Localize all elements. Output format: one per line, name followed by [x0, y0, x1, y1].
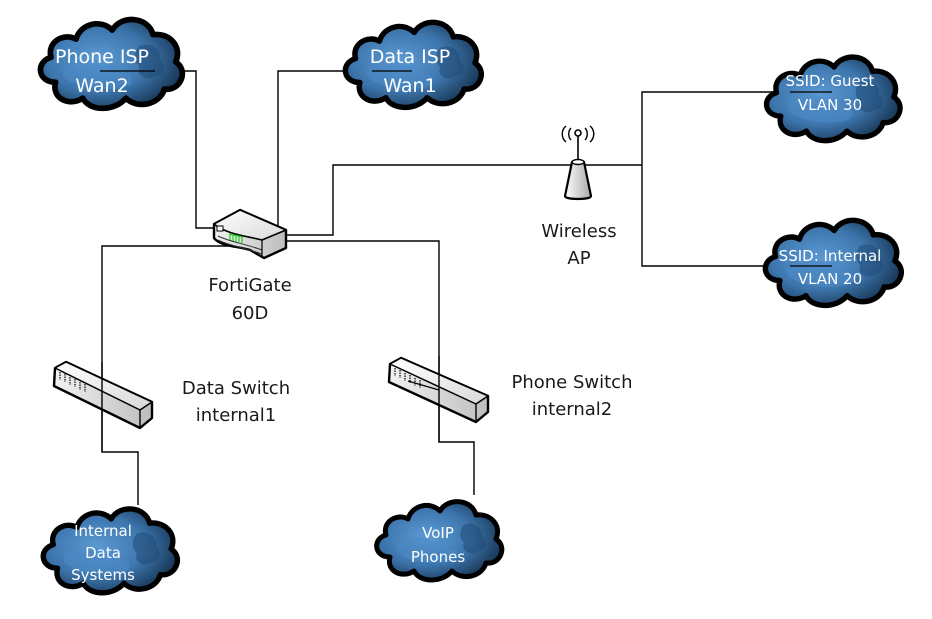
cloud-label-line1: VoIP — [422, 524, 454, 542]
device-fortigate: FortiGate 60D — [208, 208, 292, 324]
cloud-label-line2: VLAN 30 — [798, 96, 862, 114]
device-label-line1: FortiGate — [208, 275, 291, 296]
wire-firewall-data-isp — [277, 70, 372, 228]
wireless-access-point-icon — [561, 125, 595, 201]
wire-firewall-phone-switch — [265, 240, 475, 495]
cloud-phone-isp: Phone ISP Wan2 — [40, 20, 182, 109]
cloud-label-line1: Data ISP — [370, 46, 451, 68]
network-switch-icon — [52, 360, 154, 430]
device-data-switch: Data Switch internal1 — [52, 360, 290, 452]
device-label-line1: Phone Switch — [512, 372, 633, 393]
cloud-label-line1: SSID: Guest — [786, 72, 875, 90]
connections — [100, 70, 790, 505]
firewall-router-icon — [212, 208, 288, 260]
device-label-line1: Wireless — [541, 221, 616, 242]
switch-ports — [59, 372, 86, 392]
device-phone-switch: Phone Switch internal2 — [387, 356, 633, 442]
wire-firewall-wireless-ap — [286, 164, 642, 236]
wire-ap-ssid-internal — [641, 165, 790, 267]
device-wireless-ap: Wireless AP — [541, 125, 617, 269]
cloud-ssid-internal: SSID: Internal VLAN 20 — [765, 220, 901, 305]
device-label-line2: internal1 — [196, 405, 277, 426]
device-label-line2: AP — [567, 248, 590, 269]
cloud-label-line2: Data — [85, 544, 121, 562]
cloud-label-line1: Phone ISP — [55, 46, 149, 68]
cloud-label-line2: VLAN 20 — [798, 270, 862, 288]
cloud-ssid-guest: SSID: Guest VLAN 30 — [767, 57, 901, 141]
cloud-data-isp: Data ISP Wan1 — [345, 22, 481, 107]
cloud-label-line1: SSID: Internal — [779, 247, 882, 265]
cloud-voip-phones: VoIP Phones — [377, 502, 502, 580]
wire-ap-ssid-guest — [641, 91, 790, 165]
cloud-label-line3: Systems — [71, 566, 135, 584]
device-label-line2: internal2 — [532, 399, 613, 420]
cloud-label-line2: Wan2 — [75, 75, 128, 97]
cloud-internal-data-systems: Internal Data Systems — [43, 509, 177, 593]
port-led-indicators — [228, 233, 244, 243]
cloud-label-line2: Phones — [411, 548, 465, 566]
cloud-label-line1: Internal — [74, 522, 132, 540]
device-label-line2: 60D — [232, 303, 269, 324]
cloud-label-line2: Wan1 — [383, 75, 436, 97]
device-label-line1: Data Switch — [182, 378, 290, 399]
